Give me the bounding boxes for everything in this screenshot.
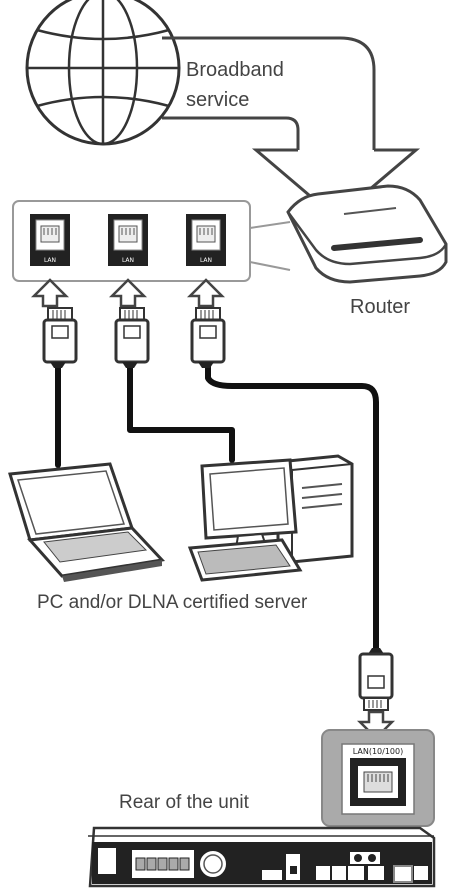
ethernet-cables (55, 361, 379, 665)
lan-port-label: LAN (200, 257, 212, 264)
lan-port (30, 214, 70, 266)
unit-rear-panel (88, 826, 436, 888)
broadband-service-label: Broadband service (186, 59, 284, 111)
rear-of-unit-label: Rear of the unit (119, 792, 249, 813)
lan-port-label: LAN (44, 257, 56, 264)
pc-server-label: PC and/or DLNA certified server (37, 592, 308, 613)
rj45-plug-icon (42, 307, 226, 368)
lan-port (108, 214, 148, 266)
up-arrow-icon (30, 278, 226, 308)
unit-lan-panel: LAN(10/100) (321, 729, 435, 867)
globe-icon (25, 0, 181, 146)
lan-port-label: LAN (122, 257, 134, 264)
router-label: Router (350, 296, 411, 318)
rj45-plug-icon (358, 648, 394, 711)
laptop-icon (8, 462, 166, 582)
router-icon (286, 184, 448, 284)
router-lan-panel: LAN LAN LAN (12, 200, 291, 282)
lan-port (186, 214, 226, 266)
desktop-pc-icon (187, 454, 354, 582)
unit-lan-label: LAN(10/100) (353, 747, 403, 756)
